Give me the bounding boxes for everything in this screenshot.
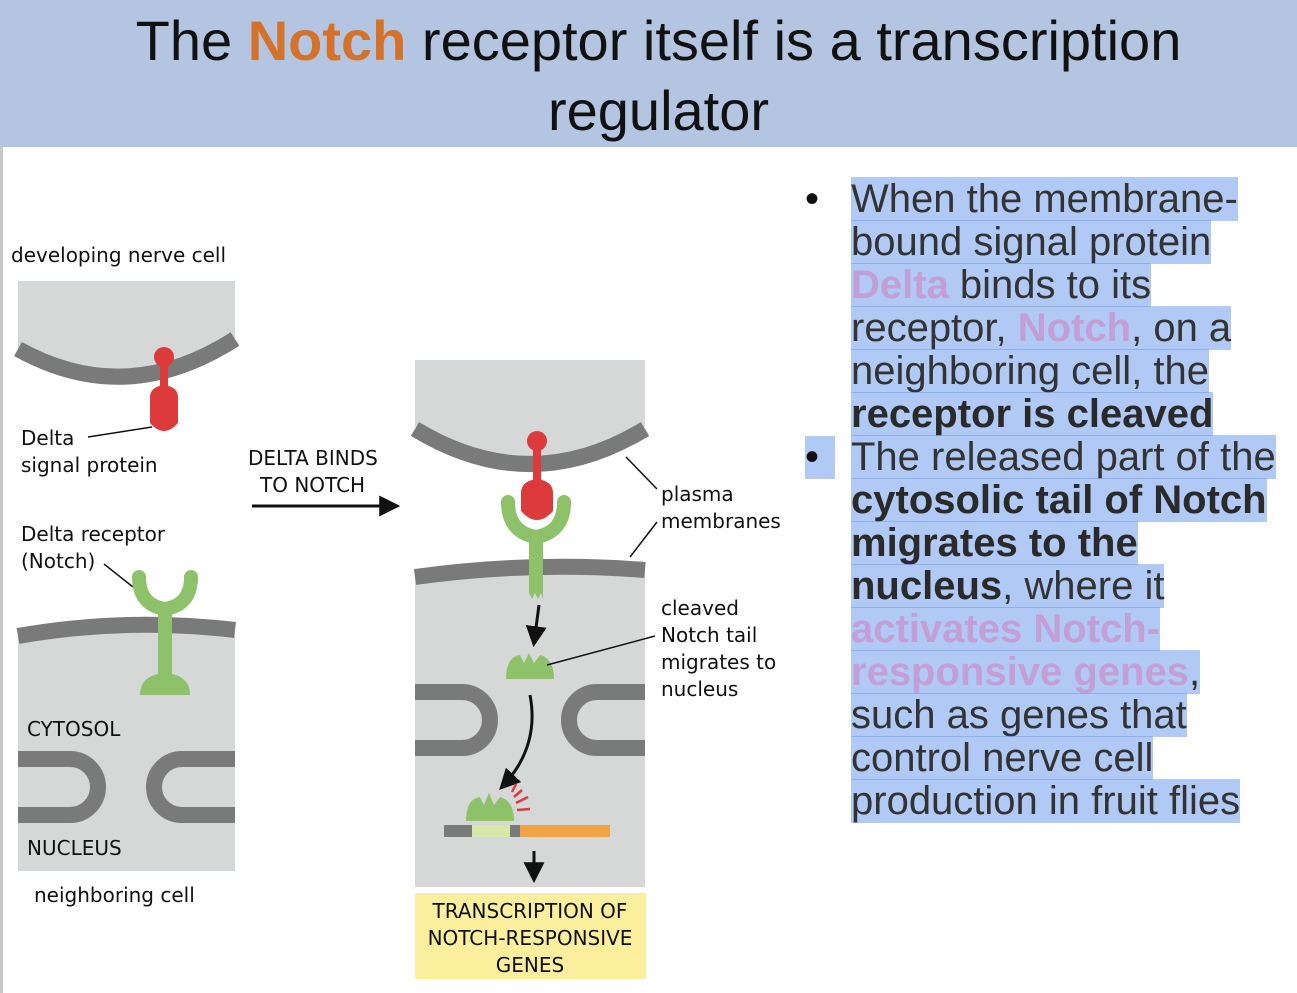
migration-arrow-2 <box>499 694 534 791</box>
bullet-1-notch: Notch <box>1017 306 1132 350</box>
bullet-marker: • <box>805 177 820 221</box>
label-migrates-to: migrates to <box>661 650 776 674</box>
leader-plasma-2 <box>629 521 658 558</box>
bullet-1-bold: receptor is cleaved <box>851 392 1214 436</box>
delta-protein-icon <box>150 347 178 431</box>
leader-cleaved <box>546 635 656 666</box>
title-text-start: The <box>135 9 248 72</box>
leader-delta <box>87 426 153 438</box>
label-notch-tail: Notch tail <box>661 623 757 647</box>
nuclear-notch-icon <box>466 793 514 821</box>
label-transcription-1: TRANSCRIPTION OF <box>432 899 628 923</box>
label-nucleus-dest: nucleus <box>661 677 738 701</box>
label-delta-receptor: Delta receptor <box>21 522 166 546</box>
bullet-1-text-a: When the membrane-bound signal protein <box>851 177 1238 264</box>
label-cytosol: CYTOSOL <box>27 717 121 741</box>
label-transcription-2: NOTCH-RESPONSIVE <box>428 926 633 950</box>
bullet-1-delta: Delta <box>851 263 949 307</box>
receiving-cell-right <box>413 558 646 887</box>
bullet-item-1[interactable]: • When the membrane-bound signal protein… <box>805 177 1295 436</box>
bullet-2-text-b: , where it <box>1002 564 1165 608</box>
signaling-cell-top <box>410 360 650 472</box>
label-cleaved: cleaved <box>661 596 739 620</box>
bullet-2-keyword: activates Notch-responsive genes <box>851 607 1189 694</box>
label-delta: Delta <box>21 426 74 450</box>
slide-title: The Notch receptor itself is a transcrip… <box>40 6 1277 146</box>
title-bar: The Notch receptor itself is a transcrip… <box>0 0 1297 147</box>
bullet-item-2[interactable]: • The released part of the cytosolic tai… <box>805 435 1295 823</box>
notch-receptor-icon <box>132 570 198 695</box>
bound-delta-icon <box>521 431 553 520</box>
title-text-end: receptor itself is a transcription regul… <box>406 9 1182 142</box>
label-notch: (Notch) <box>21 549 95 573</box>
gene-locus <box>444 825 610 837</box>
bullet-list: • When the membrane-bound signal protein… <box>805 177 1295 823</box>
label-membranes: membranes <box>661 509 781 533</box>
label-transcription-3: GENES <box>496 953 564 977</box>
leader-notch <box>103 563 134 588</box>
developing-cell-top <box>14 281 240 385</box>
notch-signaling-figure: developing nerve cell Delta signal prote… <box>11 243 781 979</box>
bound-notch-icon <box>501 495 571 599</box>
label-developing-nerve-cell: developing nerve cell <box>11 243 226 267</box>
label-nucleus: NUCLEUS <box>27 836 122 860</box>
neighboring-cell-left <box>16 616 236 871</box>
cleaved-tail-icon <box>506 653 554 679</box>
migration-arrow-1 <box>525 604 547 648</box>
leader-plasma-1 <box>625 456 658 490</box>
slide-left-edge <box>0 147 3 993</box>
bullet-marker: • <box>805 436 835 479</box>
label-to-notch: TO NOTCH <box>259 473 365 497</box>
activation-burst-icon <box>510 783 531 812</box>
title-accent-word: Notch <box>247 9 407 72</box>
bullet-2-text-a: The released part of the <box>851 435 1276 479</box>
label-plasma: plasma <box>661 482 734 506</box>
label-delta-binds: DELTA BINDS <box>248 446 378 470</box>
label-neighboring-cell: neighboring cell <box>34 883 195 907</box>
label-signal-protein: signal protein <box>21 453 158 477</box>
transcription-box <box>415 893 646 979</box>
